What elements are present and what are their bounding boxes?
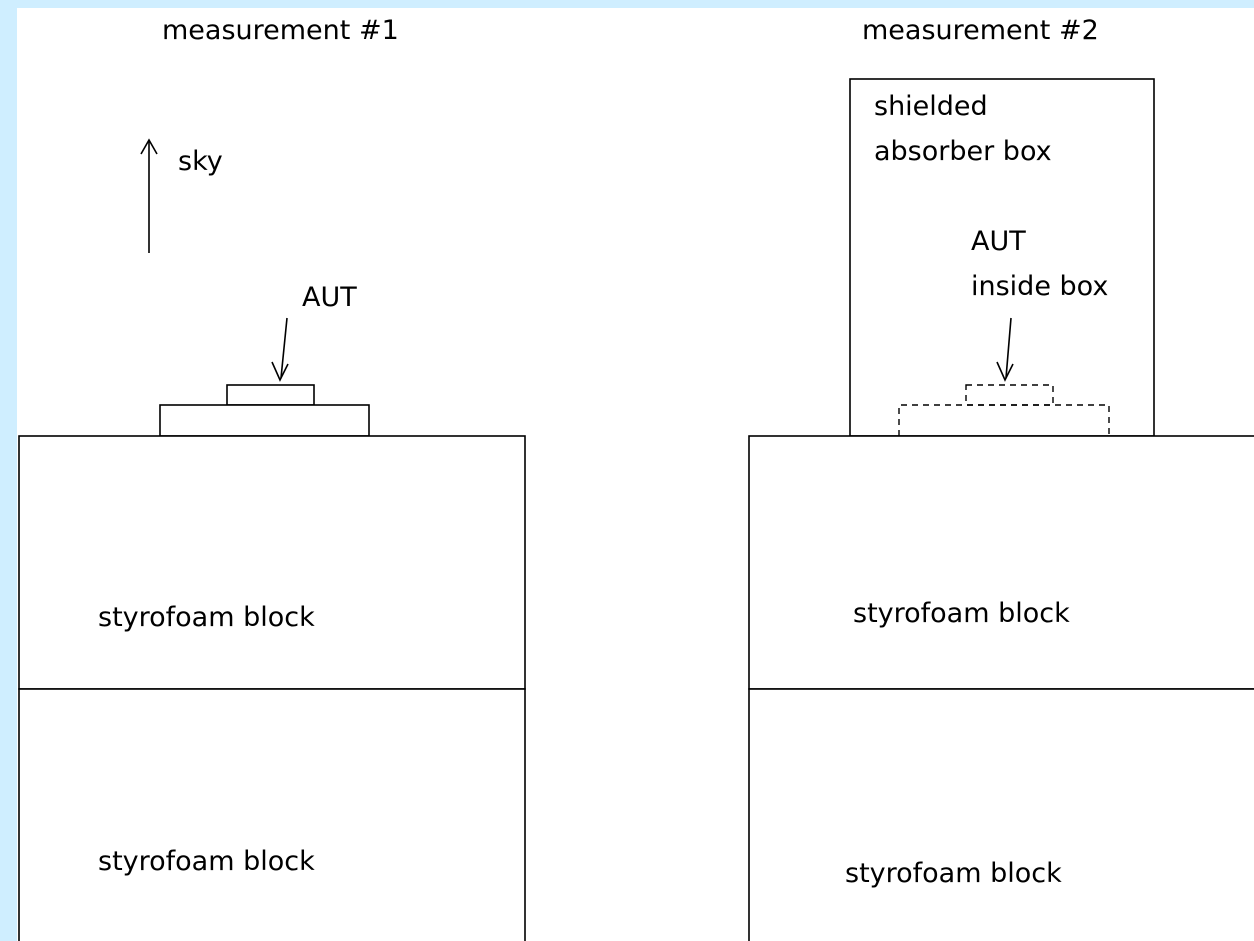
lower-block-label-2: styrofoam block — [845, 858, 1062, 889]
up-arrow-icon — [140, 138, 158, 253]
box-label-line2: absorber box — [874, 136, 1052, 167]
styrofoam-block-upper — [18, 435, 526, 690]
measurement-1-panel: measurement #1 sky AUT styrofoam block s… — [18, 15, 526, 941]
aut-inside-label-line1: AUT — [971, 226, 1026, 257]
measurement-2-panel: measurement #2 shielded absorber box AUT… — [748, 15, 1254, 941]
styrofoam-block-lower — [18, 688, 526, 941]
lower-block-label: styrofoam block — [98, 846, 315, 877]
box-label-line1: shielded — [874, 91, 988, 122]
styrofoam-block-lower-2 — [748, 688, 1254, 941]
upper-block-label: styrofoam block — [98, 602, 315, 633]
aut-hidden-base-layer — [898, 404, 1110, 436]
measurement-1-title: measurement #1 — [162, 15, 399, 46]
down-arrow-icon — [271, 317, 289, 382]
aut-base-layer — [159, 404, 370, 437]
frame-top-border — [0, 0, 1254, 8]
upper-block-label-2: styrofoam block — [853, 598, 1070, 629]
shielded-absorber-box — [849, 78, 1155, 437]
down-arrow-icon — [996, 317, 1014, 382]
styrofoam-block-upper-2 — [748, 435, 1254, 690]
aut-inside-label-line2: inside box — [971, 271, 1108, 302]
measurement-2-title: measurement #2 — [862, 15, 1099, 46]
frame-left-border — [0, 0, 17, 941]
aut-hidden-top-layer — [965, 384, 1054, 406]
aut-top-layer — [226, 384, 315, 406]
aut-label: AUT — [302, 282, 357, 313]
sky-label: sky — [178, 146, 223, 177]
